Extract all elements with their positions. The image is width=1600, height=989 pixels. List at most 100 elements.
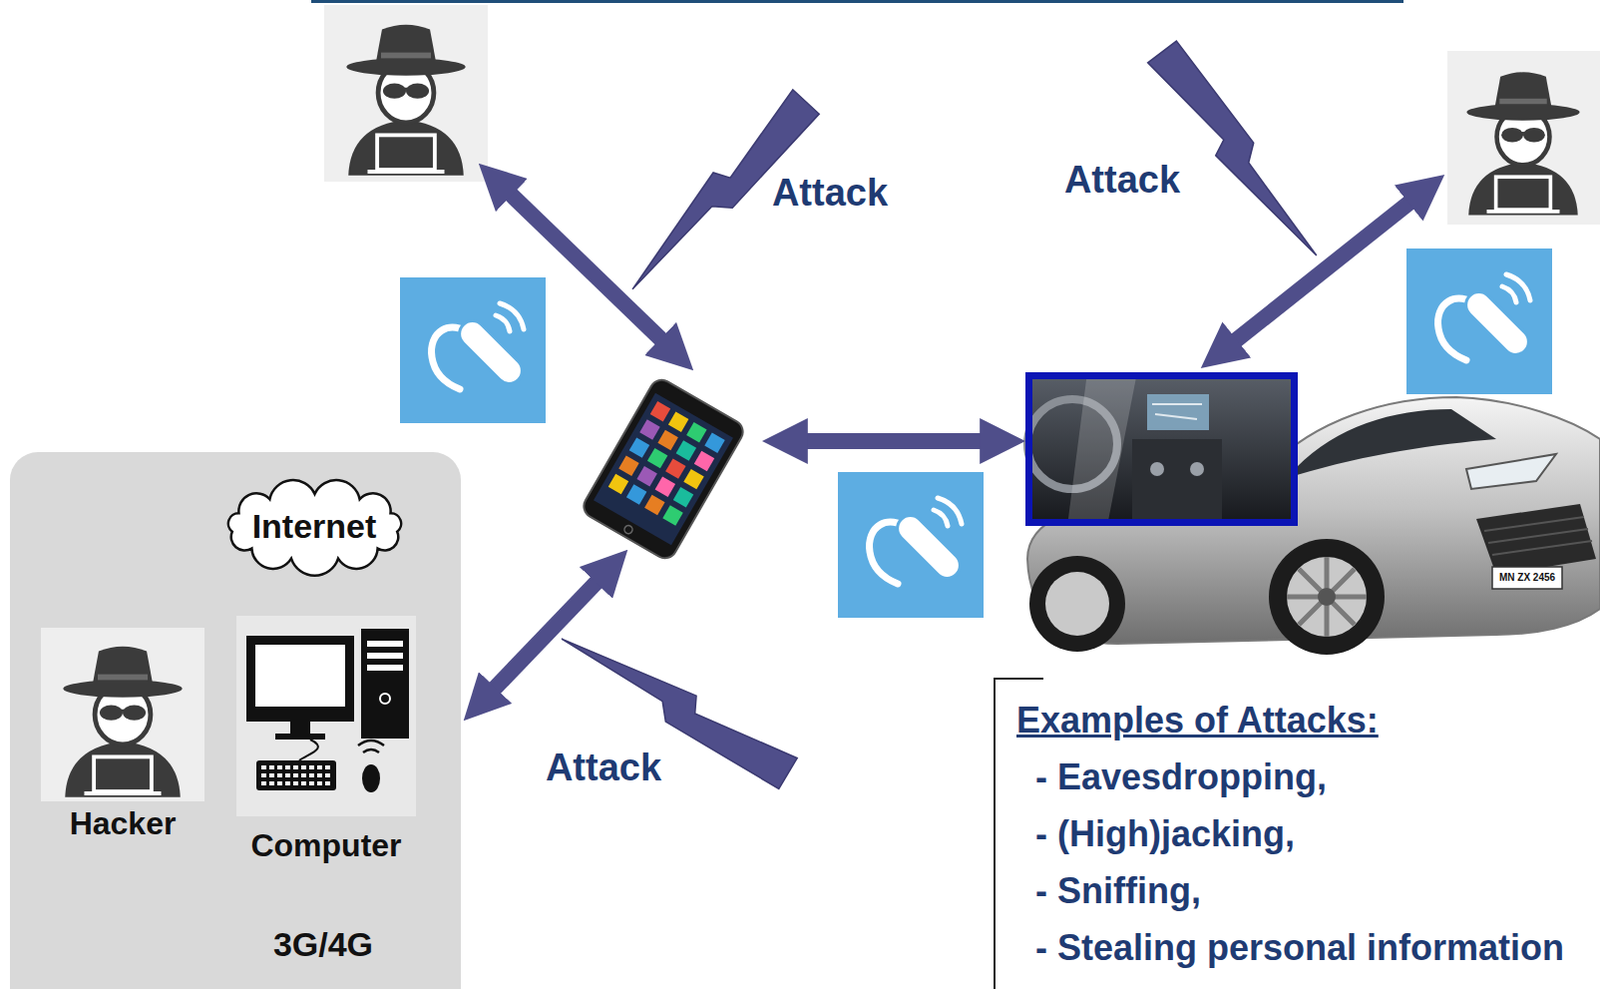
dashboard-picture xyxy=(1025,372,1298,526)
dashboard-picture-part xyxy=(1029,376,1295,523)
list-line: - Eavesdropping, xyxy=(1035,748,1327,805)
smartphone-illustration-part xyxy=(657,429,678,450)
computer-icon-part xyxy=(246,635,355,722)
smartphone-illustration-part xyxy=(686,421,707,442)
hacker-icon-part xyxy=(346,24,465,176)
computer-icon-part xyxy=(261,773,332,778)
icon-caption: Computer xyxy=(250,826,401,864)
computer-icon-part xyxy=(361,628,409,739)
computer-icon-part xyxy=(255,644,346,707)
hacker-icon xyxy=(40,627,205,801)
smartphone-illustration-part xyxy=(647,447,668,468)
car-illustration-part xyxy=(1286,556,1367,637)
link-arrow xyxy=(485,185,1420,698)
smartphone-illustration-part xyxy=(618,455,639,476)
smartphone-illustration-part xyxy=(673,486,694,507)
computer-icon-part xyxy=(256,760,337,791)
title-rule xyxy=(311,0,1404,3)
internet-cloud: Internet xyxy=(207,471,422,582)
list-line: - (High)jacking, xyxy=(1035,804,1295,862)
hacker-icon xyxy=(1447,50,1600,225)
computer-icon-part xyxy=(367,640,403,647)
car-illustration-part xyxy=(1286,556,1367,637)
car-illustration-part xyxy=(1045,571,1110,636)
smartphone-illustration-part xyxy=(629,436,650,457)
smartphone-illustration-part xyxy=(668,411,689,432)
dashboard-picture-part xyxy=(1067,372,1138,526)
smartphone-illustration-part xyxy=(694,450,715,471)
cloud-outline xyxy=(227,479,400,576)
smartphone-illustration-part xyxy=(623,523,635,535)
computer-icon-part xyxy=(358,740,385,746)
smartphone-illustration-part xyxy=(650,400,671,421)
computer-icon xyxy=(236,615,416,816)
bluetooth-headset-icon xyxy=(400,277,546,423)
bluetooth-headset-icon-part xyxy=(400,277,546,423)
list-heading: Examples of Attacks: xyxy=(1016,691,1379,749)
car-illustration-part xyxy=(1029,555,1126,652)
hacker-icon-part xyxy=(40,627,205,801)
lightning-bolt xyxy=(552,40,1331,789)
car-illustration-part xyxy=(1296,408,1497,475)
link-arrow-part xyxy=(794,432,994,449)
icon-caption: Hacker xyxy=(69,804,177,842)
dashboard-picture-part xyxy=(1147,394,1209,430)
attack-label: Attack xyxy=(772,171,888,216)
smartphone-illustration xyxy=(579,375,748,562)
hacker-icon-part xyxy=(1447,50,1600,225)
computer-icon-part xyxy=(363,749,380,753)
link-arrow-part xyxy=(1225,194,1420,349)
smartphone-illustration-part xyxy=(639,418,660,439)
link-arrow-part xyxy=(485,572,606,698)
dashboard-picture-part xyxy=(1190,461,1204,476)
bluetooth-headset-icon xyxy=(1406,248,1553,395)
link-arrow-part xyxy=(501,185,671,349)
car-illustration-part xyxy=(1317,587,1336,606)
cloud-label: Internet xyxy=(252,506,378,546)
smartphone-illustration-part xyxy=(636,465,657,486)
smartphone-illustration-part xyxy=(608,473,629,494)
bluetooth-headset-icon-part xyxy=(837,471,984,618)
list-line: - Sniffing, xyxy=(1035,861,1201,919)
smartphone-illustration-part xyxy=(644,494,665,515)
attack-label: Attack xyxy=(545,746,662,791)
car-illustration-part xyxy=(1466,453,1557,489)
hacker-icon-part xyxy=(324,4,488,182)
bluetooth-headset-icon xyxy=(837,471,984,618)
bluetooth-headset-icon-part xyxy=(1406,248,1553,395)
list-line: - Stealing personal information xyxy=(1035,918,1565,976)
dashboard-picture-part xyxy=(1132,438,1222,526)
attack-examples: Examples of Attacks:- Eavesdropping,- (H… xyxy=(1016,691,1565,976)
hacker-box: Hacker xyxy=(40,627,205,842)
attack-label: Attack xyxy=(1064,158,1181,203)
smartphone-illustration-part xyxy=(665,457,686,478)
computer-icon-part xyxy=(367,664,403,671)
computer-icon-part xyxy=(261,781,332,786)
smartphone-illustration-part xyxy=(704,432,725,453)
computer-box: Computer xyxy=(236,615,416,864)
dashboard-picture-part xyxy=(1150,461,1165,476)
computer-icon-part xyxy=(362,764,381,793)
computer-icon-part xyxy=(299,739,319,761)
smartphone-illustration-part xyxy=(579,375,748,562)
smartphone-illustration-part xyxy=(626,483,647,504)
dashboard-picture-part xyxy=(1152,403,1202,419)
panel-label: 3G/4G xyxy=(273,924,374,964)
computer-icon-part xyxy=(275,733,326,740)
license-plate-text: MN ZX 2456 xyxy=(1499,572,1556,583)
computer-icon-part xyxy=(367,652,403,659)
car-illustration-part xyxy=(1484,516,1593,555)
car-illustration-part xyxy=(1268,538,1385,655)
computer-icon-part xyxy=(261,765,332,770)
smartphone-illustration-part xyxy=(676,439,697,460)
computer-icon-part xyxy=(290,721,311,734)
hacker-icon-part xyxy=(1466,71,1580,215)
lightning-bolt-part xyxy=(1146,40,1331,268)
smartphone-illustration-part xyxy=(683,468,704,489)
computer-icon-part xyxy=(380,693,391,704)
hacker-icon xyxy=(324,4,488,182)
